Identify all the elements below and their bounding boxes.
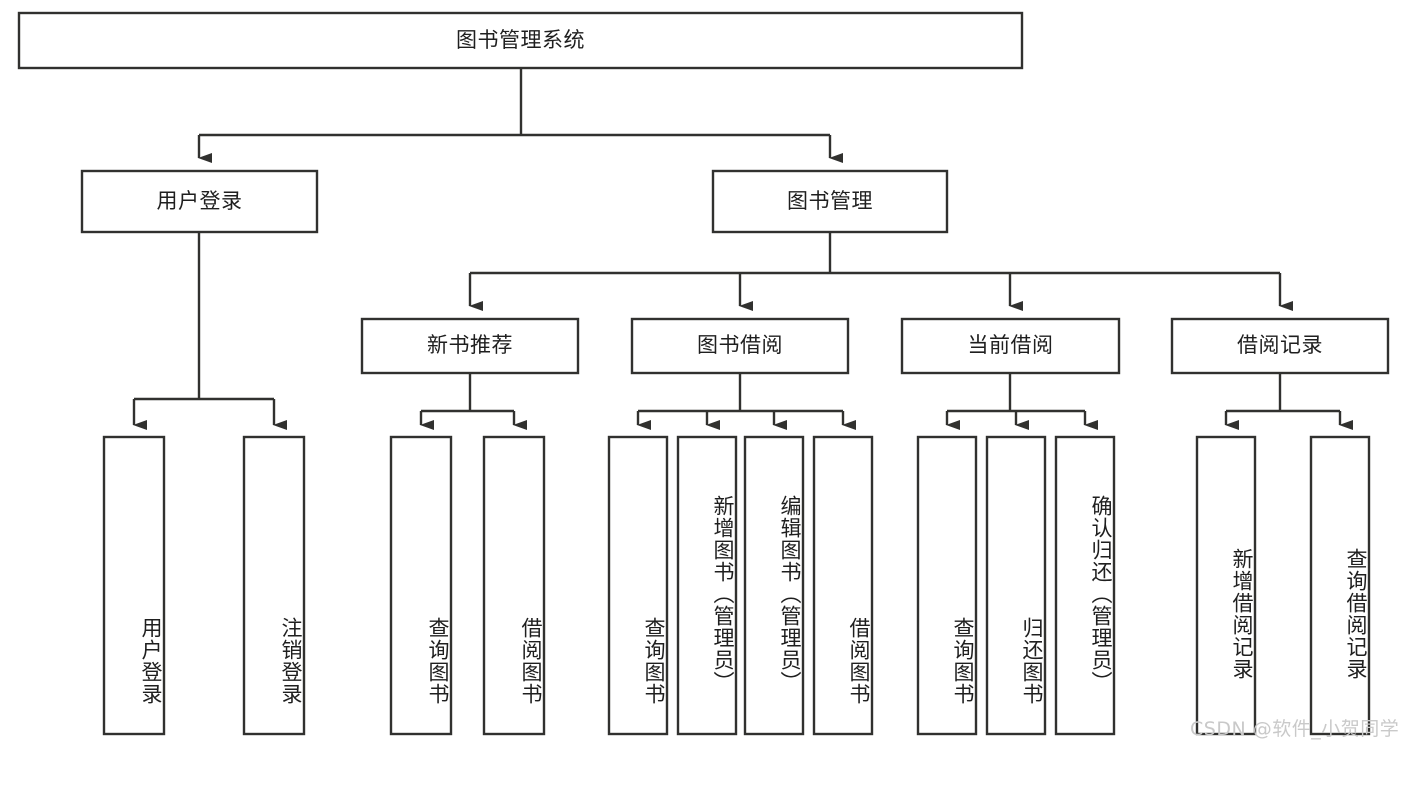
node-box-leaf-11[interactable] [1195, 435, 1257, 736]
node-box-leaf-6[interactable] [743, 435, 805, 736]
node-box-leaf-5[interactable] [676, 435, 738, 736]
node-box-leaf-12[interactable] [1309, 435, 1371, 736]
node-box-book-mgmt[interactable] [711, 169, 949, 234]
node-box-user-login[interactable] [80, 169, 319, 234]
node-box-leaf-3[interactable] [482, 435, 546, 736]
node-box-borrow[interactable] [630, 317, 850, 375]
node-box-leaf-8[interactable] [916, 435, 978, 736]
node-box-leaf-4[interactable] [607, 435, 669, 736]
node-box-leaf-1[interactable] [242, 435, 306, 736]
node-box-root[interactable] [17, 11, 1024, 70]
node-box-new-books[interactable] [360, 317, 580, 375]
node-box-leaf-9[interactable] [985, 435, 1047, 736]
node-box-leaf-7[interactable] [812, 435, 874, 736]
node-box-records[interactable] [1170, 317, 1390, 375]
node-box-leaf-0[interactable] [102, 435, 166, 736]
node-box-leaf-10[interactable] [1054, 435, 1116, 736]
node-box-leaf-2[interactable] [389, 435, 453, 736]
hierarchy-diagram: 图书管理系统 用户登录 图书管理 新书推荐 图书借阅 当前借阅 借阅记录 用户登… [17, 11, 1399, 740]
tree-diagram-svg [17, 11, 1390, 736]
node-box-current[interactable] [900, 317, 1121, 375]
